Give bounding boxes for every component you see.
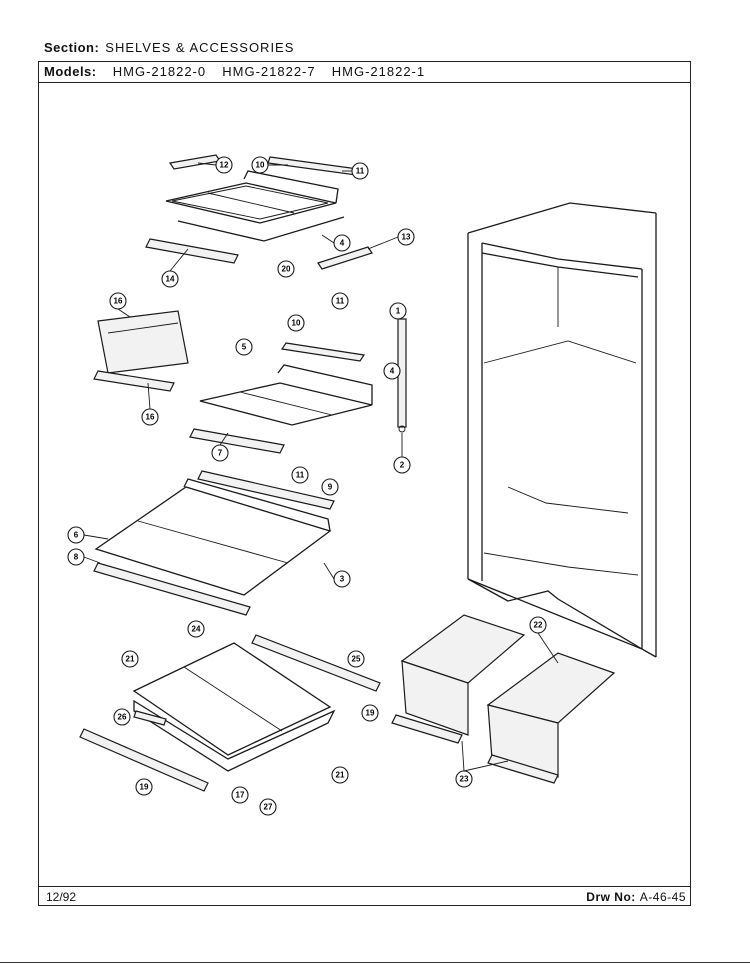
callout-11-mid: 11 — [331, 292, 349, 310]
model-number: HMG-21822-1 — [331, 64, 426, 79]
callout-10: 10 — [251, 156, 269, 174]
callout-label: 11 — [356, 167, 365, 176]
leader-lines — [83, 162, 559, 772]
callout-9: 9 — [321, 478, 339, 496]
callout-label: 21 — [336, 771, 345, 780]
section-value: SHELVES & ACCESSORIES — [105, 40, 295, 55]
callout-21-right: 21 — [331, 766, 349, 784]
callout-13: 13 — [397, 228, 415, 246]
exploded-parts-diagram: 12 10 11 13 4 20 14 16 5 11 10 1 4 16 7 … — [67, 154, 657, 816]
callout-27: 27 — [259, 798, 277, 816]
section-label: Section: — [44, 40, 100, 55]
models-label: Models: — [44, 64, 97, 79]
callout-label: 19 — [140, 783, 149, 792]
revision-date: 12/92 — [46, 890, 77, 904]
callout-label: 1 — [396, 307, 401, 316]
drawing-number-label: Drw No: — [586, 890, 636, 904]
callout-label: 5 — [242, 343, 247, 352]
callout-label: 21 — [126, 655, 135, 664]
callout-label: 8 — [74, 553, 79, 562]
callout-26: 26 — [113, 708, 131, 726]
callout-4-mid: 4 — [383, 362, 401, 380]
callout-label: 13 — [402, 233, 411, 242]
callout-23: 23 — [455, 770, 473, 788]
callout-2: 2 — [393, 456, 411, 474]
callout-20: 20 — [277, 260, 295, 278]
callout-5: 5 — [235, 338, 253, 356]
callout-label: 20 — [282, 265, 291, 274]
callout-label: 27 — [264, 803, 273, 812]
callout-label: 11 — [296, 471, 305, 480]
callout-label: 24 — [192, 625, 201, 634]
callout-label: 22 — [534, 621, 543, 630]
callout-24: 24 — [187, 620, 205, 638]
callout-10-mid: 10 — [287, 314, 305, 332]
callout-label: 12 — [220, 161, 229, 170]
drawing-number: A-46-45 — [639, 890, 686, 904]
callout-1: 1 — [389, 302, 407, 320]
callout-11-low: 11 — [291, 466, 309, 484]
callout-16-mid: 16 — [141, 408, 159, 426]
crisper-drawers — [391, 614, 616, 784]
callout-4: 4 — [333, 234, 351, 252]
callout-label: 10 — [256, 161, 265, 170]
callout-7: 7 — [211, 444, 229, 462]
callout-14: 14 — [161, 270, 179, 288]
callout-19-right: 19 — [361, 704, 379, 722]
page-bottom-rule — [0, 962, 750, 963]
footer-divider — [38, 886, 691, 887]
callout-label: 16 — [114, 297, 123, 306]
callout-label: 23 — [460, 775, 469, 784]
callout-label: 19 — [366, 709, 375, 718]
callout-label: 6 — [74, 531, 79, 540]
callout-17: 17 — [231, 786, 249, 804]
models-heading: Models: HMG-21822-0 HMG-21822-7 HMG-2182… — [44, 64, 425, 79]
callout-label: 11 — [336, 297, 345, 306]
drawing-number-block: Drw No:A-46-45 — [586, 890, 686, 904]
callout-12: 12 — [215, 156, 233, 174]
refrigerator-cabinet — [467, 202, 657, 658]
callout-label: 3 — [340, 575, 345, 584]
lower-shelf-assembly — [93, 470, 335, 616]
callout-bubbles: 12 10 11 13 4 20 14 16 5 11 10 1 4 16 7 … — [67, 156, 547, 816]
callout-label: 9 — [328, 483, 333, 492]
model-number: HMG-21822-0 — [112, 64, 207, 79]
callout-label: 25 — [352, 655, 361, 664]
callout-6: 6 — [67, 526, 85, 544]
callout-16-top: 16 — [109, 292, 127, 310]
callout-21-left: 21 — [121, 650, 139, 668]
callout-11: 11 — [351, 162, 369, 180]
model-number: HMG-21822-7 — [222, 64, 316, 79]
callout-25: 25 — [347, 650, 365, 668]
callout-3: 3 — [333, 570, 351, 588]
callout-label: 26 — [118, 713, 127, 722]
callout-label: 4 — [390, 367, 395, 376]
callout-label: 14 — [166, 275, 175, 284]
models-divider — [38, 82, 691, 83]
drawing-frame — [38, 61, 691, 906]
callout-22: 22 — [529, 616, 547, 634]
middle-shelf-assembly — [93, 310, 407, 454]
crisper-cover-assembly — [79, 634, 381, 792]
callout-8: 8 — [67, 548, 85, 566]
callout-label: 2 — [400, 461, 405, 470]
callout-label: 16 — [146, 413, 155, 422]
callout-label: 4 — [340, 239, 345, 248]
callout-label: 10 — [292, 319, 301, 328]
section-heading: Section: SHELVES & ACCESSORIES — [44, 40, 294, 55]
callout-19-left: 19 — [135, 778, 153, 796]
callout-label: 17 — [236, 791, 245, 800]
callout-label: 7 — [218, 449, 223, 458]
